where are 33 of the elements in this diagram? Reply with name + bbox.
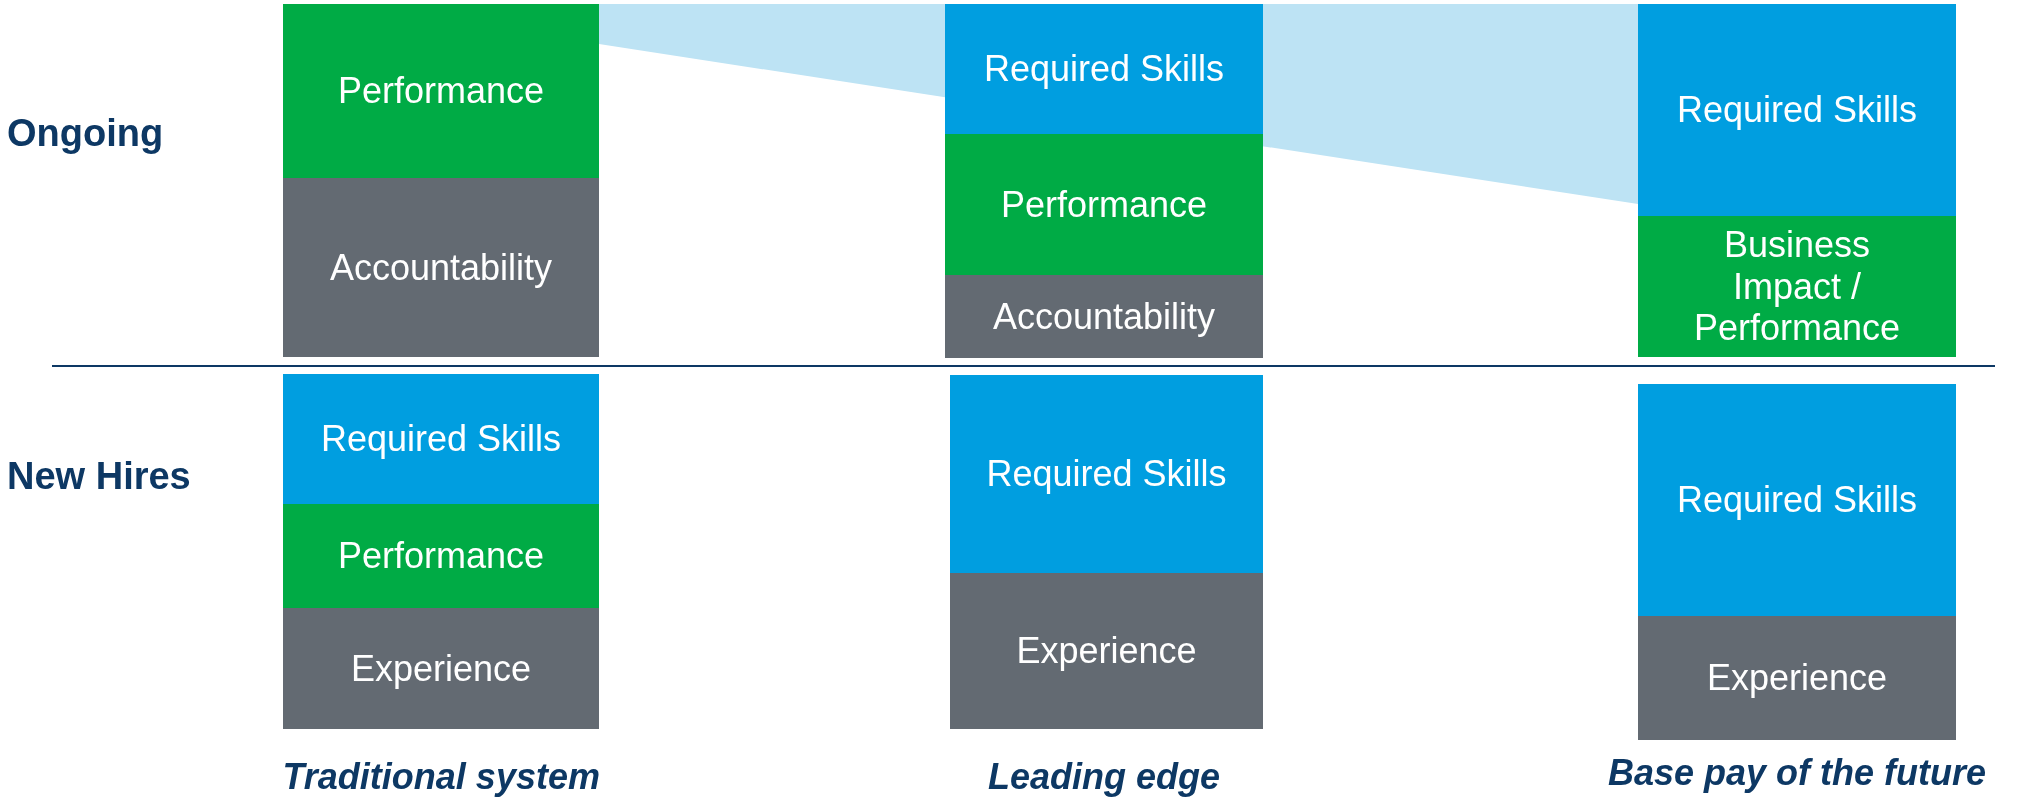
- row-label: New Hires: [7, 455, 191, 498]
- block-label: Required Skills: [1676, 479, 1918, 521]
- block-label: Performance: [1000, 183, 1208, 226]
- block-label: Experience: [1706, 657, 1888, 699]
- experience-block: [283, 608, 599, 729]
- block-label: Accountability: [992, 295, 1216, 338]
- row-label: Ongoing: [7, 112, 164, 155]
- block-label: Performance: [337, 70, 545, 112]
- column-caption: Traditional system: [282, 756, 600, 798]
- block-label: Performance: [337, 535, 545, 577]
- block-label: Experience: [1016, 630, 1197, 672]
- column-caption: Base pay of the future: [1608, 752, 1987, 794]
- block-label: Required Skills: [320, 418, 562, 460]
- block-label: Required Skills: [1676, 89, 1918, 131]
- performance-block: [1638, 216, 1956, 357]
- accountability-block: [283, 178, 599, 357]
- block-label: Experience: [350, 647, 532, 690]
- experience-block: [950, 573, 1263, 729]
- block-label: Business Impact / Performance: [1692, 224, 1902, 349]
- skills-block: [283, 374, 599, 504]
- performance-block: [283, 504, 599, 608]
- performance-block: [945, 134, 1263, 275]
- skills-block: [945, 4, 1263, 134]
- experience-block: [1638, 616, 1956, 740]
- column-caption: Leading edge: [988, 756, 1221, 798]
- skills-block: [1638, 4, 1956, 216]
- skills-block: [950, 375, 1263, 573]
- performance-block: [283, 4, 599, 178]
- block-label: Required Skills: [986, 453, 1227, 495]
- block-label: Required Skills: [983, 48, 1225, 90]
- block-label: Accountability: [329, 246, 553, 289]
- accountability-block: [945, 275, 1263, 358]
- skills-block: [1638, 384, 1956, 616]
